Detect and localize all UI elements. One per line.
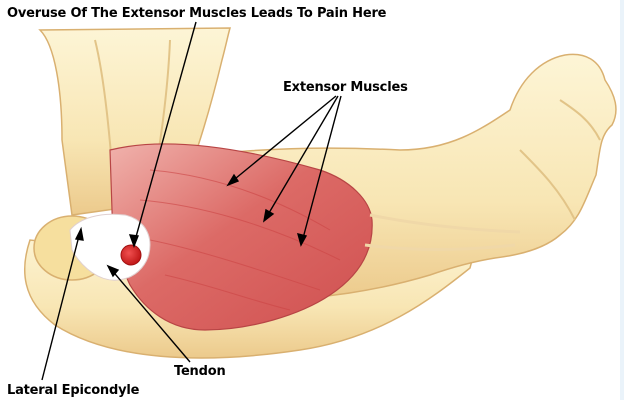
tendon-label: Tendon bbox=[174, 364, 226, 379]
pain-spot bbox=[121, 245, 141, 265]
lateral-epicondyle-label: Lateral Epicondyle bbox=[7, 383, 139, 398]
extensor-muscles-label: Extensor Muscles bbox=[283, 80, 408, 95]
pain-label: Overuse Of The Extensor Muscles Leads To… bbox=[7, 6, 386, 21]
